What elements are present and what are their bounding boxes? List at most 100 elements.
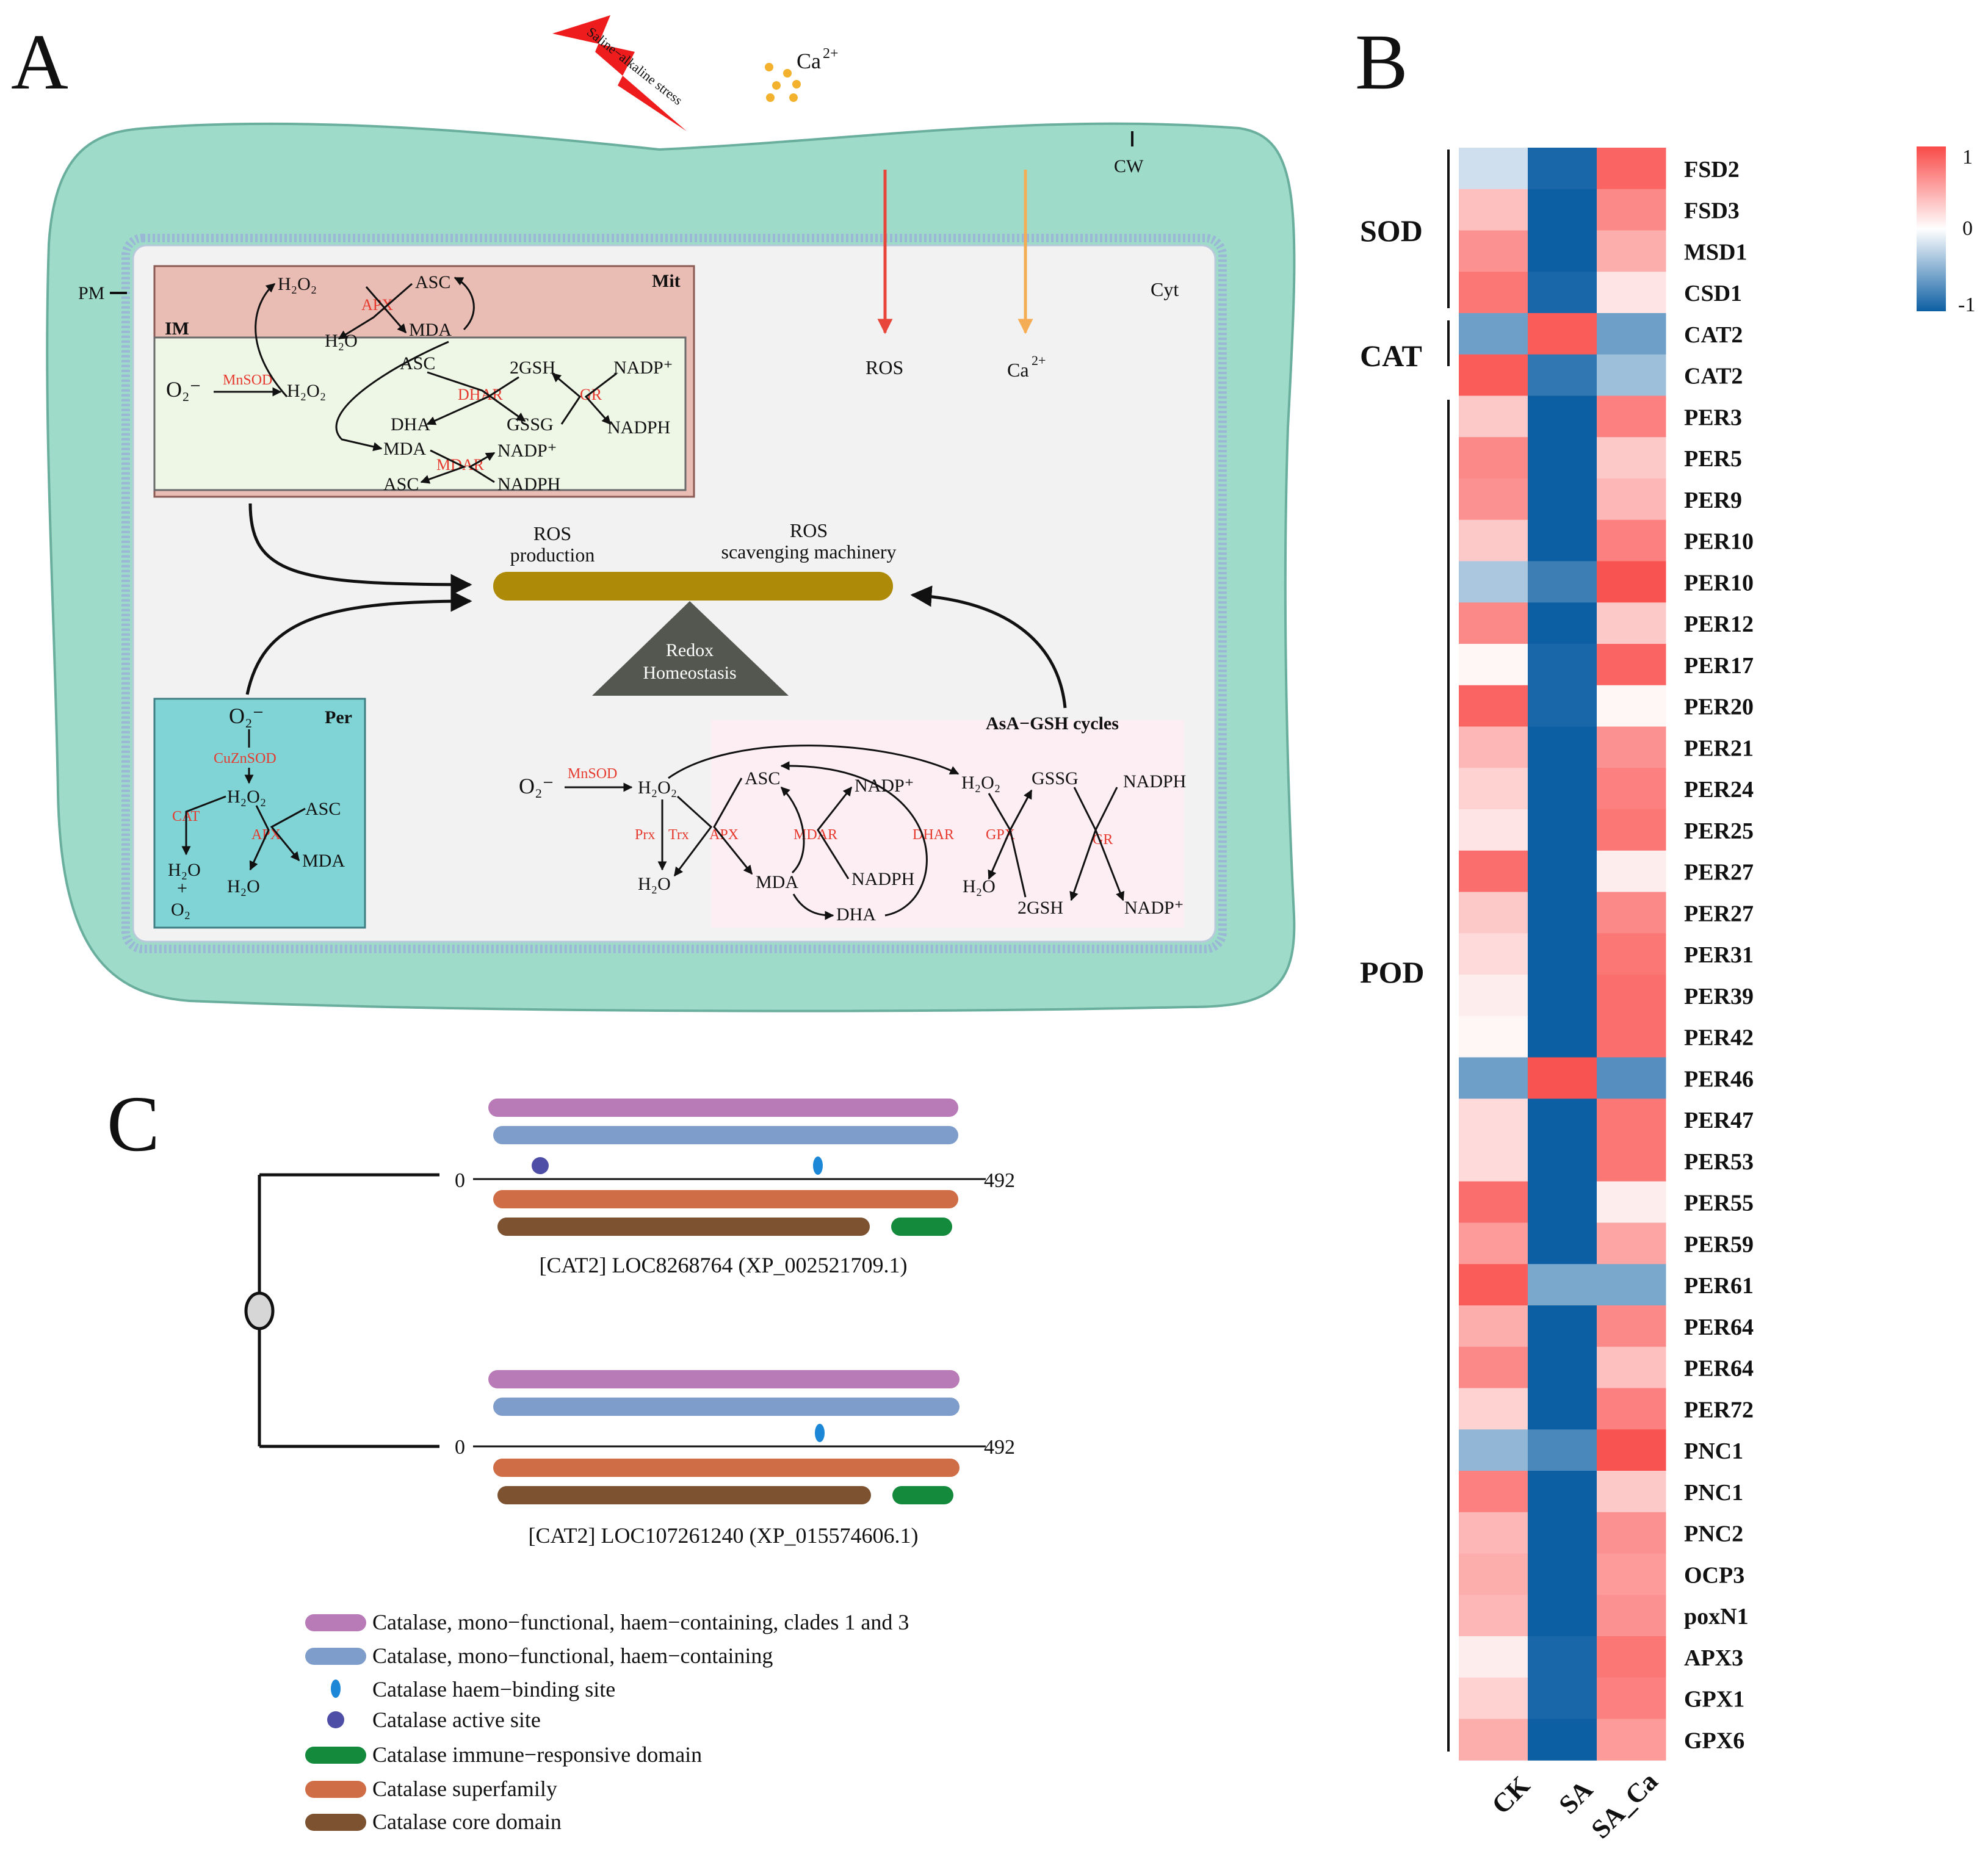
group-label-cat: CAT (1360, 339, 1422, 373)
heatmap-cell (1597, 1222, 1666, 1265)
heatmap-cell (1459, 437, 1528, 479)
redox-line1: Redox (666, 640, 714, 660)
group-label-sod: SOD (1360, 214, 1423, 248)
heatmap-cell (1528, 809, 1597, 851)
heatmap-cell (1459, 519, 1528, 561)
heatmap-cell (1597, 933, 1666, 975)
per-mda: MDA (302, 851, 345, 871)
cyt-prx: Prx (635, 827, 655, 843)
legend-tick-high: 1 (1962, 146, 1973, 168)
heatmap-row-label: poxN1 (1684, 1604, 1749, 1629)
mit-h2o2-top: H₂O₂ (278, 274, 317, 294)
per-o2: O₂⁻ (229, 704, 264, 728)
legend-swatch-haem-binding (331, 1680, 341, 1698)
heatmap-row-label: PER55 (1684, 1191, 1754, 1216)
legend-label-clades: Catalase, mono−functional, haem−containi… (372, 1610, 909, 1634)
cw-label: CW (1114, 156, 1144, 176)
heatmap-cell (1459, 644, 1528, 686)
cyt-nadph: NADPH (851, 869, 914, 889)
heatmap-cell (1528, 1099, 1597, 1141)
heatmap-cell (1528, 313, 1597, 355)
ca-sup: 2+ (1032, 353, 1046, 368)
per-h2o2: H₂O₂ (227, 787, 266, 807)
cyt-2gsh: 2GSH (1017, 898, 1063, 918)
group-label-pod: POD (1360, 955, 1425, 989)
protein2-end: 492 (984, 1436, 1015, 1459)
heatmap-cell (1597, 1553, 1666, 1595)
heatmap-cell (1597, 148, 1666, 190)
heatmap-cell (1597, 1099, 1666, 1141)
per-o2b: O₂ (171, 900, 190, 920)
heatmap-cell (1528, 1677, 1597, 1719)
heatmap-row-label: PER9 (1684, 488, 1742, 513)
heatmap-cell (1597, 850, 1666, 892)
heatmap-cell (1597, 768, 1666, 810)
heatmap-cell (1528, 1264, 1597, 1306)
legend-swatch-active-site (327, 1711, 344, 1728)
heatmap-cell (1459, 602, 1528, 644)
heatmap-row-label: FSD3 (1684, 198, 1740, 224)
heatmap-cell (1528, 437, 1597, 479)
domain-core-bar (497, 1218, 870, 1236)
heatmap-cell (1597, 354, 1666, 396)
heatmap-cell (1459, 1719, 1528, 1761)
mit-dha: DHA (391, 414, 430, 435)
panel-label-b: B (1355, 18, 1408, 106)
heatmap-cell (1459, 395, 1528, 438)
legend-label-immune: Catalase immune−responsive domain (372, 1742, 702, 1767)
heatmap-cell (1459, 1429, 1528, 1471)
cyt-dhar: DHAR (913, 827, 954, 843)
legend-swatch-haem (305, 1648, 366, 1665)
tree-node (244, 1291, 275, 1330)
lightning-bolt-icon (552, 15, 687, 131)
ros-scavenging-line2: scavenging machinery (721, 541, 897, 563)
legend-swatch-immune (305, 1747, 366, 1764)
heatmap-row-label: PNC1 (1684, 1438, 1743, 1464)
heatmap-cell (1459, 1222, 1528, 1265)
heatmap-cell (1459, 1057, 1528, 1099)
heatmap-cell (1528, 1471, 1597, 1513)
heatmap-cell (1597, 726, 1666, 768)
group-brackets: SOD CAT POD (1360, 150, 1450, 1752)
heatmap-cell (1459, 1471, 1528, 1513)
heatmap-cell (1528, 1222, 1597, 1265)
protein-track-1: 0 492 [CAT2] LOC8268764 (XP_002521709.1) (455, 1099, 1015, 1277)
heatmap-row-label: PER53 (1684, 1149, 1754, 1175)
panel-label-a: A (11, 18, 68, 106)
heatmap-cell (1597, 313, 1666, 355)
heatmap-cell (1459, 1553, 1528, 1595)
domain-haem-bar-2 (493, 1398, 960, 1416)
protein-track-2: 0 492 [CAT2] LOC107261240 (XP_015574606.… (455, 1370, 1015, 1548)
domain-immune-bar-2 (892, 1486, 953, 1504)
domain-legend: Catalase, mono−functional, haem−containi… (305, 1610, 909, 1834)
mit-gssg: GSSG (507, 414, 554, 435)
heatmap-row-label: PER10 (1684, 529, 1754, 555)
heatmap-cell (1459, 478, 1528, 521)
im-label: IM (165, 319, 189, 339)
per-plus: + (177, 878, 187, 898)
heatmap-cell (1597, 1429, 1666, 1471)
domain-immune-bar (891, 1218, 952, 1236)
heatmap-cell (1597, 230, 1666, 272)
heatmap-cell (1459, 354, 1528, 396)
heatmap-row-label: PER21 (1684, 735, 1754, 761)
mit-gr: GR (580, 386, 602, 403)
heatmap-row-label: MSD1 (1684, 239, 1747, 265)
heatmap-cell (1597, 1140, 1666, 1182)
heatmap-cell (1459, 685, 1528, 727)
cyt-asc: ASC (745, 768, 780, 788)
heatmap-cell (1459, 1388, 1528, 1430)
heatmap-cell (1597, 561, 1666, 603)
heatmap-cell (1459, 313, 1528, 355)
heatmap-cell (1459, 272, 1528, 314)
heatmap-cell (1528, 148, 1597, 190)
col-label-sa: SA (1553, 1774, 1599, 1820)
heatmap-row-labels: FSD2FSD3MSD1CSD1CAT2CAT2PER3PER5PER9PER1… (1684, 157, 1754, 1754)
legend-tick-low: -1 (1958, 294, 1975, 316)
heatmap-cell (1459, 1016, 1528, 1058)
protein2-start: 0 (455, 1436, 465, 1459)
heatmap-cell (1528, 726, 1597, 768)
legend-label-haem: Catalase, mono−functional, haem−containi… (372, 1644, 773, 1668)
heatmap-cell (1459, 1346, 1528, 1388)
heatmap-cell (1597, 1346, 1666, 1388)
